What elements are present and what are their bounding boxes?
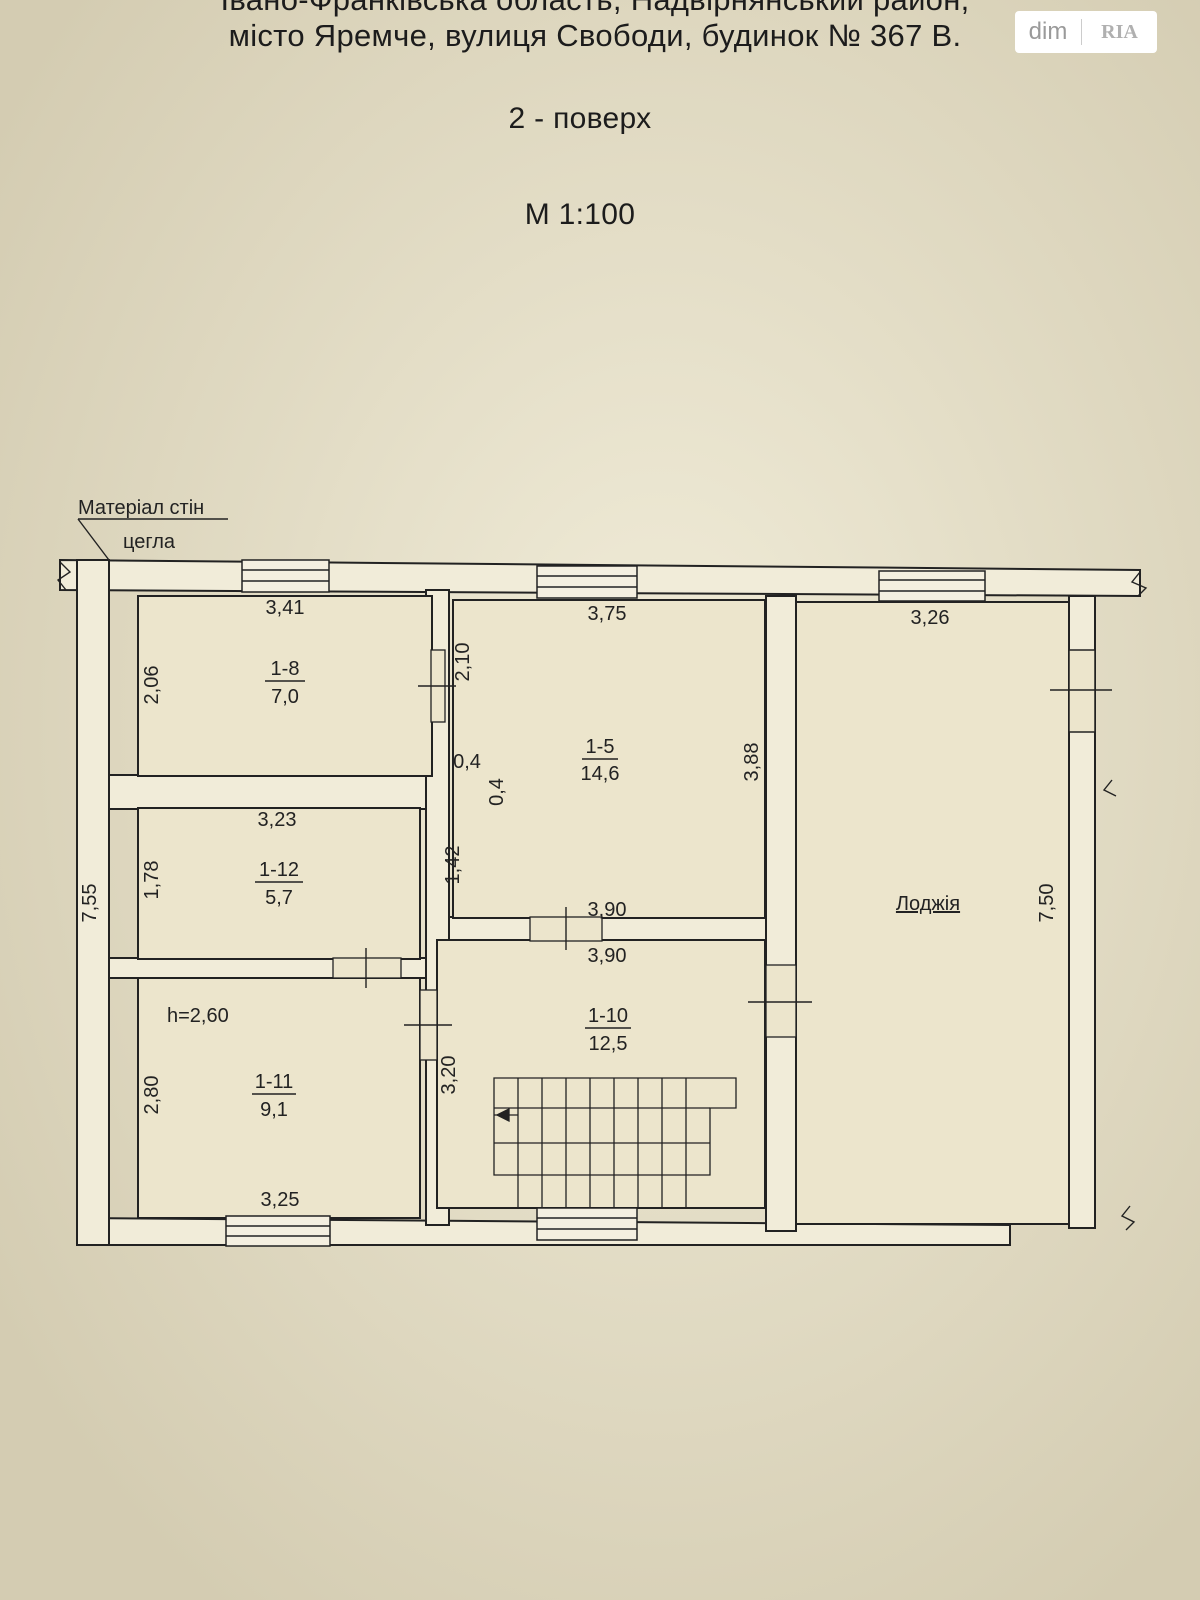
wall-break-right-bottom — [1120, 1205, 1136, 1231]
room-1-8: 1-8 7,0 — [265, 658, 305, 708]
ceiling-height: h=2,60 — [167, 1005, 229, 1027]
loggia-floor — [795, 601, 1070, 1225]
wall-break-right-top — [1130, 571, 1148, 597]
door-1-8 — [418, 649, 456, 723]
door-1-5 — [529, 907, 603, 950]
wall-between-1-5-and-1-10 — [448, 916, 767, 942]
logo-dim-text: dim — [1028, 18, 1068, 45]
wall-break-left — [56, 561, 72, 591]
room-1-12-floor — [137, 807, 421, 960]
logo-ria-text: RIA — [1101, 20, 1138, 43]
dim-loggia-width: 3,26 — [911, 607, 950, 629]
window-bottom-2 — [536, 1207, 638, 1241]
door-loggia — [748, 964, 812, 1038]
legend-material-title: Матеріал стін — [78, 497, 204, 519]
opening-right-wall — [1050, 649, 1112, 733]
dim-1-5-bottom-width: 3,90 — [588, 899, 627, 921]
door-1-11 — [404, 989, 452, 1061]
window-top-3 — [878, 570, 986, 602]
room-1-11-floor — [137, 977, 421, 1219]
staircase — [493, 1077, 737, 1208]
wall-break-right-mid — [1102, 779, 1117, 797]
dim-1-8-width: 3,41 — [266, 597, 305, 619]
wall-between-1-8-and-1-12 — [108, 774, 427, 810]
window-top-1 — [241, 559, 330, 593]
room-1-8-id: 1-8 — [271, 658, 300, 680]
address-line-1: Івано-Франківська область, Надвірнянськи… — [170, 0, 1020, 18]
room-1-10-id: 1-10 — [588, 1005, 628, 1027]
legend-material-value: цегла — [123, 531, 176, 553]
room-1-10: 1-10 12,5 — [585, 1005, 631, 1055]
dim-1-12-height: 1,78 — [141, 861, 163, 900]
dim-1-5-height: 3,88 — [741, 743, 763, 782]
window-bottom-1 — [225, 1215, 331, 1247]
dim-1-10-width: 3,90 — [588, 945, 627, 967]
room-1-8-floor — [137, 595, 433, 777]
room-1-12-area: 5,7 — [265, 887, 293, 909]
room-1-5: 1-5 14,6 — [581, 736, 620, 785]
room-1-5-area: 14,6 — [581, 763, 620, 785]
room-1-10-floor — [436, 939, 766, 1209]
dim-1-11-width: 3,25 — [261, 1189, 300, 1211]
room-1-11: 1-11 9,1 — [252, 1071, 296, 1121]
room-1-8-area: 7,0 — [271, 686, 299, 708]
dim-total-height-left: 7,55 — [79, 884, 101, 923]
dim-loggia-height: 7,50 — [1036, 884, 1058, 923]
room-1-11-id: 1-11 — [255, 1071, 294, 1093]
scale-label: М 1:100 — [524, 198, 636, 231]
dim-1-5-width: 3,75 — [588, 603, 627, 625]
address-line-2: місто Яремче, вулиця Свободи, будинок № … — [228, 18, 962, 53]
room-1-12: 1-12 5,7 — [255, 859, 303, 909]
loggia-label: Лоджія — [896, 893, 960, 915]
door-1-12 — [332, 948, 402, 988]
dim-1-5-lower-height: 1,42 — [442, 846, 464, 885]
window-top-2 — [536, 565, 638, 599]
dim-corridor-height: 2,10 — [452, 643, 474, 682]
floor-title: 2 - поверх — [508, 102, 652, 135]
dimria-logo[interactable]: dim RIA — [1015, 11, 1157, 53]
dim-1-10-height: 3,20 — [438, 1056, 460, 1095]
room-1-10-area: 12,5 — [589, 1033, 628, 1055]
dim-corner-height: 0,4 — [486, 778, 508, 806]
room-1-11-area: 9,1 — [260, 1099, 288, 1121]
room-1-12-id: 1-12 — [259, 859, 299, 881]
dim-1-11-height: 2,80 — [141, 1076, 163, 1115]
dim-corner-width: 0,4 — [453, 751, 481, 773]
room-1-5-id: 1-5 — [586, 736, 615, 758]
wall-partition-right — [765, 595, 797, 1232]
dim-1-8-height: 2,06 — [141, 666, 163, 705]
dim-1-12-width: 3,23 — [258, 809, 297, 831]
logo-divider — [1081, 19, 1082, 45]
wall-left — [76, 559, 110, 1246]
